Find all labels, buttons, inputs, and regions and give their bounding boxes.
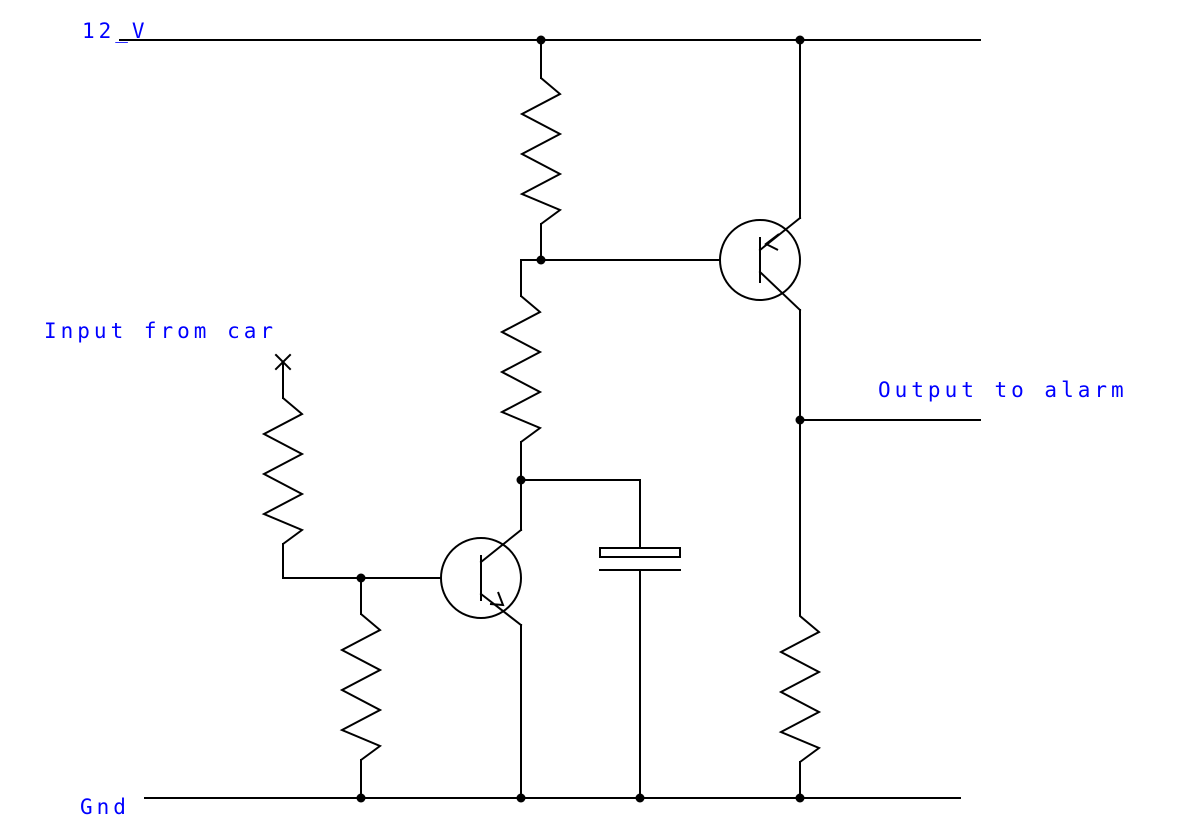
load-resistor xyxy=(778,580,822,799)
output-label: Output to alarm xyxy=(878,378,1128,402)
junction-dot xyxy=(356,793,366,803)
junction-dot xyxy=(516,793,526,803)
junction-dot xyxy=(635,793,645,803)
junction-dot xyxy=(356,573,366,583)
junction-dot xyxy=(795,415,805,425)
input-resistor xyxy=(261,361,305,579)
junction-dot xyxy=(536,35,546,45)
ground-label: Gnd xyxy=(80,795,130,819)
capacitor xyxy=(520,479,681,799)
input-label: Input from car xyxy=(44,319,277,343)
junction-dot xyxy=(795,35,805,45)
npn-transistor xyxy=(440,528,523,627)
collector-resistor xyxy=(499,259,543,481)
junction-dot xyxy=(516,475,526,485)
base-pulldown-resistor xyxy=(339,577,383,799)
supply-resistor xyxy=(519,39,563,261)
junction-dot xyxy=(536,255,546,265)
pnp-transistor xyxy=(719,216,802,312)
junction-dot xyxy=(795,793,805,803)
